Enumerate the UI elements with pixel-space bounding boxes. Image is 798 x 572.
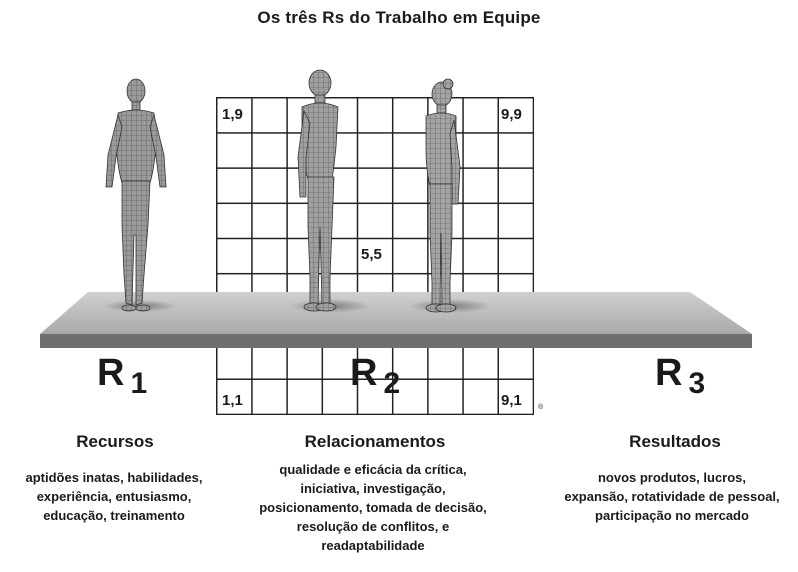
grid-label-1-1: 1,1 bbox=[221, 392, 244, 409]
platform-front bbox=[40, 334, 752, 348]
grid-label-1-9: 1,9 bbox=[221, 106, 244, 123]
column-text-recursos: aptidões inatas, habilidades, experiênci… bbox=[0, 468, 228, 525]
text-line: posicionamento, tomada de decisão, bbox=[259, 500, 487, 515]
column-text-resultados: novos produtos, lucros, expansão, rotati… bbox=[546, 468, 798, 525]
text-line: resolução de conflitos, e bbox=[296, 519, 450, 534]
text-line: novos produtos, lucros, bbox=[597, 470, 747, 485]
text-line: readaptabilidade bbox=[321, 538, 425, 553]
text-line: aptidões inatas, habilidades, bbox=[25, 470, 203, 485]
grid-label-9-1: 9,1 bbox=[500, 392, 523, 409]
text-line: educação, treinamento bbox=[43, 508, 185, 523]
mannequin-figure-left bbox=[105, 78, 167, 312]
text-line: qualidade e eficácia da crítica, bbox=[279, 462, 467, 477]
column-title-relacionamentos: Relacionamentos bbox=[304, 432, 446, 451]
text-line: participação no mercado bbox=[595, 508, 749, 523]
column-title-recursos: Recursos bbox=[76, 432, 154, 451]
mannequin-figure-female bbox=[425, 78, 461, 313]
grid-label-5-5: 5,5 bbox=[360, 246, 383, 263]
text-line: experiência, entusiasmo, bbox=[36, 489, 192, 504]
column-title-resultados: Resultados bbox=[629, 432, 721, 451]
mannequin-figure-male bbox=[297, 69, 339, 312]
text-line: iniciativa, investigação, bbox=[300, 481, 446, 496]
registered-mark: ® bbox=[538, 404, 544, 411]
grid-label-9-9: 9,9 bbox=[500, 106, 523, 123]
column-text-relacionamentos: qualidade e eficácia da crítica, iniciat… bbox=[238, 460, 508, 555]
diagram-title: Os três Rs do Trabalho em Equipe bbox=[257, 8, 541, 27]
text-line: expansão, rotatividade de pessoal, bbox=[564, 489, 780, 504]
platform-top bbox=[40, 292, 752, 334]
